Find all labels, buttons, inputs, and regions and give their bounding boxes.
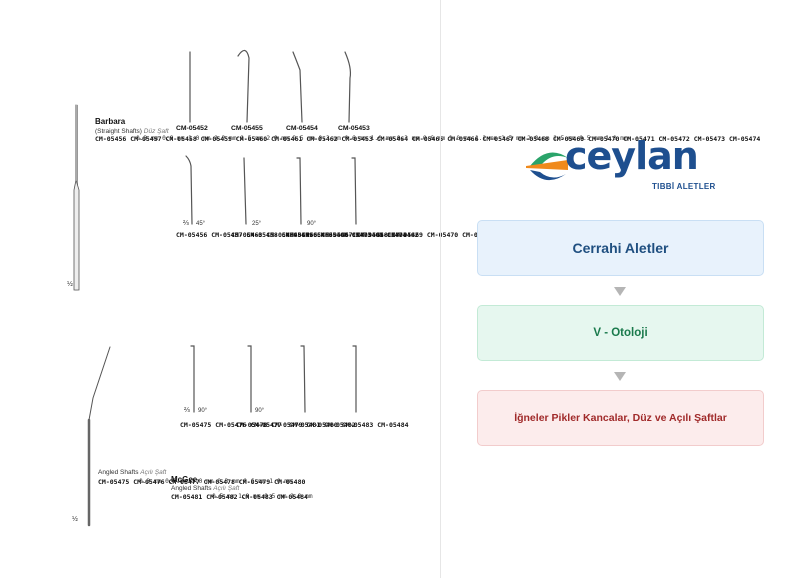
barbara-size-list: 0.3 mm 0.6 mm 1.0 mm 1.2 mm 1.5 mm 2.0 m… (136, 135, 628, 142)
barbara-code-list: CM-05456 CM-05457 CM-05458 CM-05459 CM-0… (95, 135, 761, 143)
angled-tips-col1: CM-05475 CM-05476 CM-05477 (180, 421, 282, 429)
row2-col3-codes: CM-05466 CM-05467 CM-05468 CM-05469 CM-0… (286, 231, 529, 239)
angled-tip-drawings (190, 345, 357, 413)
angled-code-list: CM-05475 CM-05476 CM-05477 CM-05478 CM-0… (98, 478, 306, 486)
row1-code-1: CM-05452 (176, 125, 208, 132)
panel-divider (440, 0, 441, 578)
mcgee-subtitle-en: Angled Shafts (171, 485, 212, 492)
angled-title: Angled Shafts Açılı Şaft (98, 469, 166, 476)
angled-title-en: Angled Shafts (98, 469, 139, 476)
row2-col2-codes: CM-05463 CM-05464 CM-05465 (231, 231, 333, 239)
angled-tips-col3: CM-05481 CM-05482 (289, 421, 356, 429)
angled-title-tr: Açılı Şaft (140, 469, 167, 476)
angled-tips-angle-1: 90° (198, 408, 208, 414)
breadcrumb-level1-label: Cerrahi Aletler (572, 240, 669, 256)
breadcrumb-level2-label: V - Otoloji (593, 327, 648, 339)
row1-code-3: CM-05454 (286, 125, 318, 132)
angled-size-list: 0.3 mm 0.6 mm 1.0 mm 0.3 mm 0.6 mm 1.0 m… (139, 478, 292, 485)
catalog-illustrations (73, 49, 357, 527)
angled-tips-scale: ⅔ (184, 407, 190, 414)
row2-col1-codes: CM-05456 CM-05457 CM-05458 CM-05459 CM-0… (176, 231, 419, 239)
row2-tip-drawings (185, 155, 357, 225)
angled-tips-angle-2: 90° (255, 408, 265, 414)
mcgee-subtitle-tr: Açılı Şaft (213, 485, 240, 492)
barbara-subtitle-en: (Straight Shafts) (95, 128, 142, 135)
mcgee-code-list: CM-05481 CM-05482 CM-05483 CM-05484 (171, 493, 308, 501)
barbara-title: Barbara (95, 117, 126, 126)
row2-angle-2: 25° (252, 221, 262, 227)
mcgee-subtitle: Angled Shafts Açılı Şaft (171, 485, 239, 492)
breadcrumb-arrow-2 (614, 372, 626, 381)
row2-angle-3: 90° (307, 221, 317, 227)
barbara-scale: ½ (67, 281, 73, 288)
breadcrumb-level3-label: İğneler Pikler Kancalar, Düz ve Açılı Şa… (514, 412, 727, 424)
breadcrumb-category-needles[interactable]: İğneler Pikler Kancalar, Düz ve Açılı Şa… (477, 390, 764, 446)
barbara-subtitle: (Straight Shafts) Düz Şaft (95, 128, 169, 135)
angled-scale: ½ (72, 516, 78, 523)
barbara-instrument-drawing (73, 104, 80, 291)
mcgee-title: McGee (171, 475, 198, 484)
row1-code-4: CM-05453 (338, 125, 370, 132)
brand-tagline: TIBBİ ALETLER (652, 182, 716, 191)
brand-name: ceylan (565, 134, 699, 178)
ceylan-logo-icon (526, 152, 568, 181)
barbara-subtitle-tr: Düz Şaft (143, 128, 169, 135)
angled-instrument-drawing (87, 346, 111, 527)
breadcrumb-arrow-1 (614, 287, 626, 296)
breadcrumb-category-otology[interactable]: V - Otoloji (477, 305, 764, 361)
row2-angle-1: 45° (196, 221, 206, 227)
angled-tips-col4: CM-05483 CM-05484 (342, 421, 409, 429)
breadcrumb-category-surgical[interactable]: Cerrahi Aletler (477, 220, 764, 276)
angled-tips-col2: CM-05478 CM-05479 CM-05480 (236, 421, 338, 429)
row2-scale: ⅔ (183, 220, 189, 227)
row2-col4-codes: CM-05473 CM-05474 (340, 231, 407, 239)
mcgee-size-list: 0.5 mm 1.0 mm 0.5 mm 1.0 mm (212, 493, 313, 500)
row1-tip-drawings (189, 49, 352, 123)
row1-code-2: CM-05455 (231, 125, 263, 132)
